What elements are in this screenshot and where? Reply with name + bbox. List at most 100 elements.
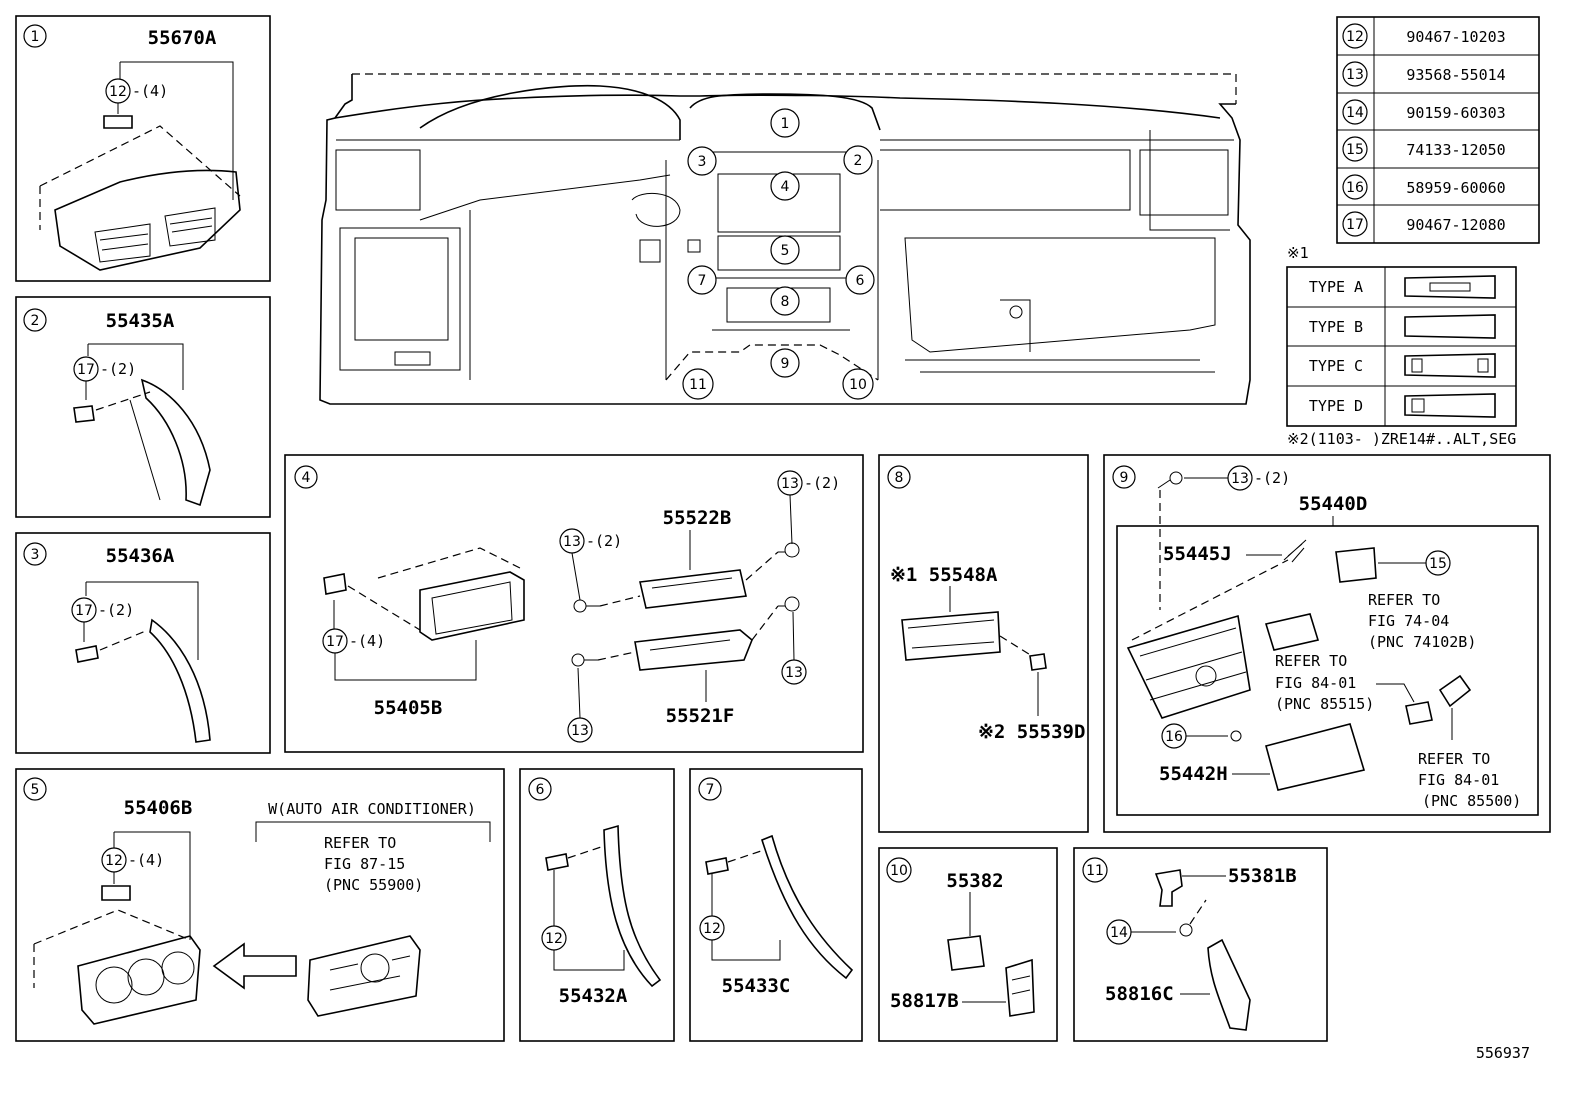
part-55445J: 55445J: [1163, 543, 1232, 565]
svg-text:REFER TO: REFER TO: [1418, 750, 1490, 768]
callout-9: 9: [770, 348, 800, 378]
part-row-12: 12 90467-10203: [1342, 23, 1506, 49]
variant-label: W(AUTO AIR CONDITIONER): [268, 800, 476, 818]
part-number-table: 12 90467-10203 13 93568-55014 14 90159-6030…: [1336, 16, 1540, 244]
type-b: TYPE B: [1309, 318, 1363, 336]
callout-4: 4: [770, 171, 800, 201]
svg-text:74133-12050: 74133-12050: [1406, 141, 1505, 159]
svg-text:90159-60303: 90159-60303: [1406, 104, 1505, 122]
type-table: ※1 TYPE A TYPE B TYPE C TYPE D ※2(1103- …: [1286, 244, 1517, 448]
type-table-note: ※2(1103- )ZRE14#..ALT,SEG: [1287, 430, 1516, 448]
svg-text:FIG 87-15: FIG 87-15: [324, 855, 405, 873]
svg-text:-(2): -(2): [98, 601, 134, 619]
panel-1: 1 55670A 12 -(4): [15, 15, 271, 282]
part-55406B: 55406B: [124, 797, 193, 819]
callout-3: 3: [687, 146, 717, 176]
svg-text:13: 13: [1231, 471, 1249, 487]
svg-text:3: 3: [31, 547, 40, 563]
svg-text:13: 13: [571, 723, 589, 739]
svg-text:REFER TO: REFER TO: [324, 834, 396, 852]
svg-text:FIG 74-04: FIG 74-04: [1368, 612, 1449, 630]
callout-10: 10: [842, 368, 874, 400]
svg-text:6: 6: [856, 273, 865, 289]
type-a-sketch: [1404, 275, 1496, 299]
svg-text:(PNC 85515): (PNC 85515): [1275, 695, 1374, 713]
svg-text:14: 14: [1346, 105, 1364, 121]
svg-text:58959-60060: 58959-60060: [1406, 179, 1505, 197]
part-row-16: 16 58959-60060: [1342, 174, 1506, 200]
panel-5: 5 55406B 12 -(4) W(AUTO AIR CONDITIONER)…: [15, 768, 505, 1042]
svg-text:9: 9: [781, 356, 790, 372]
panel-10: 10 55382 58817B: [878, 847, 1058, 1042]
svg-text:FIG 84-01: FIG 84-01: [1275, 674, 1356, 692]
svg-text:90467-12080: 90467-12080: [1406, 216, 1505, 234]
type-d-sketch: [1404, 393, 1496, 418]
svg-text:15: 15: [1429, 556, 1447, 572]
callout-7: 7: [687, 265, 717, 295]
svg-text:11: 11: [1086, 863, 1104, 879]
svg-text:17: 17: [1346, 217, 1364, 233]
panel-11: 11 55381B 14 58816C: [1073, 847, 1328, 1042]
part-55670A: 55670A: [148, 27, 217, 49]
callout-1: 1: [770, 108, 800, 138]
svg-text:12: 12: [1346, 29, 1364, 45]
svg-text:-(2): -(2): [804, 474, 840, 492]
svg-text:4: 4: [302, 470, 311, 486]
part-55382: 55382: [946, 870, 1003, 892]
svg-text:13: 13: [781, 476, 799, 492]
svg-text:12: 12: [105, 853, 123, 869]
part-55521F: 55521F: [666, 705, 735, 727]
svg-text:-(4): -(4): [128, 851, 164, 869]
svg-text:13: 13: [1346, 67, 1364, 83]
svg-text:8: 8: [895, 470, 904, 486]
svg-text:8: 8: [781, 294, 790, 310]
panel-2: 2 55435A 17 -(2): [15, 296, 271, 518]
svg-text:17: 17: [75, 603, 93, 619]
svg-text:16: 16: [1165, 729, 1183, 745]
type-table-header: ※1: [1287, 244, 1309, 262]
svg-text:11: 11: [689, 377, 707, 393]
svg-text:12: 12: [703, 921, 721, 937]
svg-text:5: 5: [781, 243, 790, 259]
part-row-14: 14 90159-60303: [1342, 99, 1506, 125]
svg-text:REFER TO: REFER TO: [1368, 591, 1440, 609]
svg-text:-(2): -(2): [1254, 469, 1290, 487]
panel-9: 9 13 -(2) 55440D 55445J 15 REFER TO FIG …: [1103, 454, 1551, 833]
svg-text:-(4): -(4): [349, 632, 385, 650]
callout-11: 11: [682, 368, 714, 400]
svg-text:1: 1: [781, 116, 790, 132]
type-c-sketch: [1404, 353, 1496, 378]
callout-5: 5: [770, 235, 800, 265]
panel-3: 3 55436A 17 -(2): [15, 532, 271, 754]
svg-text:FIG 84-01: FIG 84-01: [1418, 771, 1499, 789]
part-55432A: 55432A: [559, 985, 628, 1007]
callout-6: 6: [845, 265, 875, 295]
panel-7: 7 12 55433C: [689, 768, 863, 1042]
svg-text:6: 6: [536, 782, 545, 798]
svg-text:10: 10: [849, 377, 867, 393]
svg-text:10: 10: [890, 863, 908, 879]
svg-text:15: 15: [1346, 142, 1364, 158]
type-a: TYPE A: [1309, 278, 1363, 296]
part-row-13: 13 93568-55014: [1342, 61, 1506, 87]
svg-text:12: 12: [545, 931, 563, 947]
type-b-sketch: [1404, 314, 1496, 339]
part-55405B: 55405B: [374, 697, 443, 719]
svg-text:(PNC 55900): (PNC 55900): [324, 876, 423, 894]
dashboard-overview: [319, 73, 1251, 405]
svg-text:17: 17: [77, 362, 95, 378]
overview-callouts: 1 2 3 4 5 6 7 8 9 10 11: [682, 108, 875, 400]
svg-text:-(4): -(4): [132, 82, 168, 100]
diagram-id: 556937: [1476, 1044, 1530, 1062]
svg-text:16: 16: [1346, 180, 1364, 196]
svg-text:12: 12: [109, 84, 127, 100]
svg-text:90467-10203: 90467-10203: [1406, 28, 1505, 46]
svg-text:(PNC 74102B): (PNC 74102B): [1368, 633, 1476, 651]
part-row-17: 17 90467-12080: [1342, 211, 1506, 237]
panel-4: 4 17 -(4) 55405B 55522B 55521F 13 -(2) 1…: [284, 454, 864, 753]
part-55539D: ※2 55539D: [978, 721, 1085, 743]
part-58817B: 58817B: [890, 990, 959, 1012]
svg-text:REFER TO: REFER TO: [1275, 652, 1347, 670]
svg-text:93568-55014: 93568-55014: [1406, 66, 1505, 84]
